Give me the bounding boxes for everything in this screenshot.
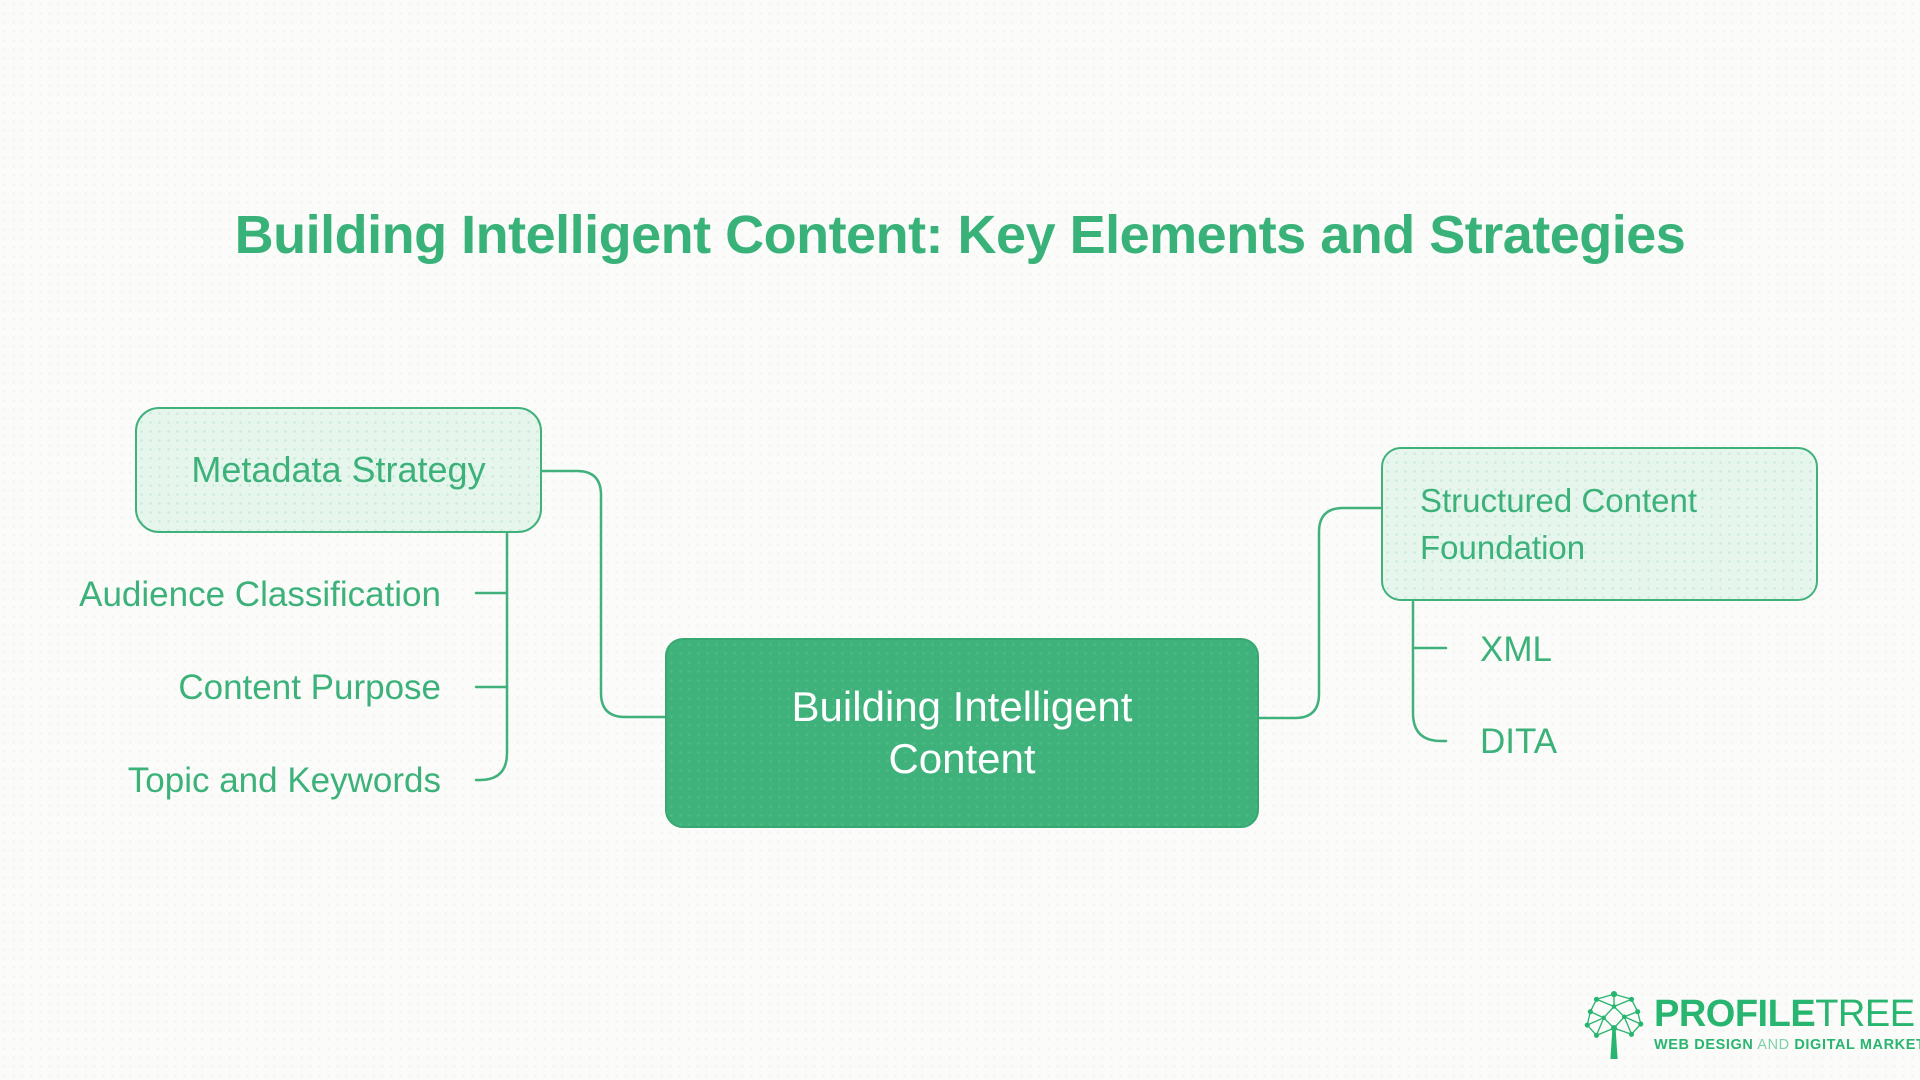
node-building-intelligent-content: Building Intelligent Content: [665, 638, 1259, 828]
page-title: Building Intelligent Content: Key Elemen…: [234, 205, 1686, 265]
connector-metadata-to-center: [540, 469, 667, 719]
logo-tagline-digitalmarketing: DIGITAL MARKETING: [1794, 1037, 1920, 1053]
logo-tagline-and: AND: [1757, 1037, 1790, 1053]
connector-center-to-structured: [1257, 506, 1383, 720]
profiletree-logo: PROFILETREE WEB DESIGN AND DIGITAL MARKE…: [1583, 989, 1920, 1059]
node-metadata-strategy-label: Metadata Strategy: [191, 449, 486, 490]
logo-tagline: WEB DESIGN AND DIGITAL MARKETING: [1654, 1037, 1920, 1053]
node-building-intelligent-content-label: Building Intelligent Content: [791, 683, 1133, 782]
logo-wordmark-tree: TREE: [1815, 993, 1915, 1035]
connector-structured-spine: [1411, 600, 1448, 743]
node-metadata-strategy: Metadata Strategy: [135, 407, 542, 533]
logo-wordmark-profile: PROFILE: [1654, 993, 1816, 1035]
logo-text-block: PROFILETREE WEB DESIGN AND DIGITAL MARKE…: [1654, 995, 1920, 1053]
leaf-dita: DITA: [1480, 722, 1558, 761]
leaf-audience-classification: Audience Classification: [79, 575, 441, 614]
leaf-content-purpose: Content Purpose: [178, 668, 441, 707]
node-structured-content-foundation: Structured Content Foundation: [1381, 447, 1818, 601]
node-structured-content-foundation-label: Structured Content Foundation: [1420, 482, 1697, 566]
leaf-topic-and-keywords: Topic and Keywords: [127, 761, 441, 800]
leaf-xml: XML: [1480, 630, 1552, 669]
connector-metadata-spine: [474, 531, 509, 782]
network-tree-icon: [1584, 991, 1644, 1059]
logo-tagline-webdesign: WEB DESIGN: [1654, 1037, 1754, 1053]
logo-wordmark: PROFILETREE: [1654, 995, 1915, 1033]
